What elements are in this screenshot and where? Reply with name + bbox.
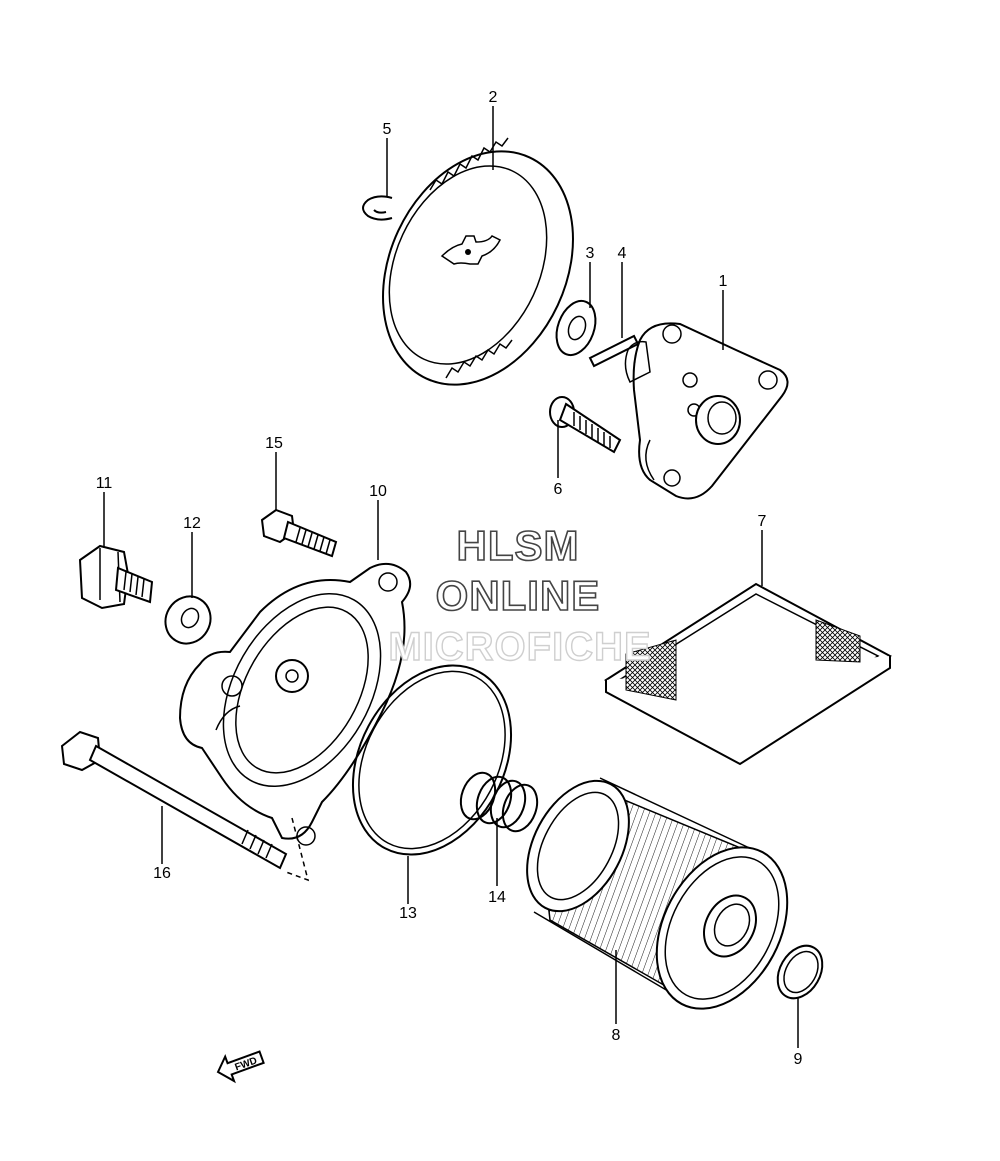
- fwd-label: FWD: [234, 1055, 259, 1073]
- callout-labels: 2 5 3 4 1 6 15 11 12 10 7 16 13 14 8 9: [96, 89, 803, 1068]
- part-gear[interactable]: [347, 120, 610, 416]
- part-drain-washer[interactable]: [157, 588, 219, 652]
- callout-1: 1: [719, 273, 728, 290]
- part-spring[interactable]: [455, 768, 543, 836]
- callout-4: 4: [618, 245, 627, 262]
- part-filter-cover[interactable]: [178, 562, 413, 846]
- callout-16: 16: [153, 865, 171, 882]
- callout-12: 12: [183, 515, 201, 532]
- callout-8: 8: [612, 1027, 621, 1044]
- part-cover-bolt[interactable]: [260, 508, 338, 558]
- watermark-line1: HLSM: [457, 522, 580, 569]
- callout-14: 14: [488, 889, 506, 906]
- part-oil-filter[interactable]: [506, 764, 813, 1032]
- callout-10: 10: [369, 483, 387, 500]
- callout-6: 6: [554, 481, 563, 498]
- callout-15: 15: [265, 435, 283, 452]
- fwd-arrow: FWD: [216, 1050, 265, 1084]
- watermark-line2: ONLINE: [436, 572, 601, 619]
- part-oil-pump[interactable]: [624, 322, 789, 500]
- callout-2: 2: [489, 89, 498, 106]
- part-pin[interactable]: [588, 334, 640, 368]
- callout-3: 3: [586, 245, 595, 262]
- watermark-line3: MICROFICHE: [388, 625, 651, 669]
- callout-7: 7: [758, 513, 767, 530]
- part-circlip[interactable]: [362, 195, 393, 221]
- part-o-ring-small[interactable]: [769, 938, 832, 1006]
- callout-13: 13: [399, 905, 417, 922]
- part-long-bolt[interactable]: [60, 730, 288, 870]
- part-strainer[interactable]: [604, 582, 892, 766]
- watermark: HLSM ONLINE MICROFICHE: [388, 521, 652, 670]
- part-drain-bolt[interactable]: [78, 544, 154, 610]
- callout-5: 5: [383, 121, 392, 138]
- part-washer[interactable]: [550, 296, 603, 361]
- part-pump-bolt[interactable]: [549, 396, 622, 454]
- callout-9: 9: [794, 1051, 803, 1068]
- callout-11: 11: [96, 475, 113, 492]
- leader-lines: [103, 106, 799, 1048]
